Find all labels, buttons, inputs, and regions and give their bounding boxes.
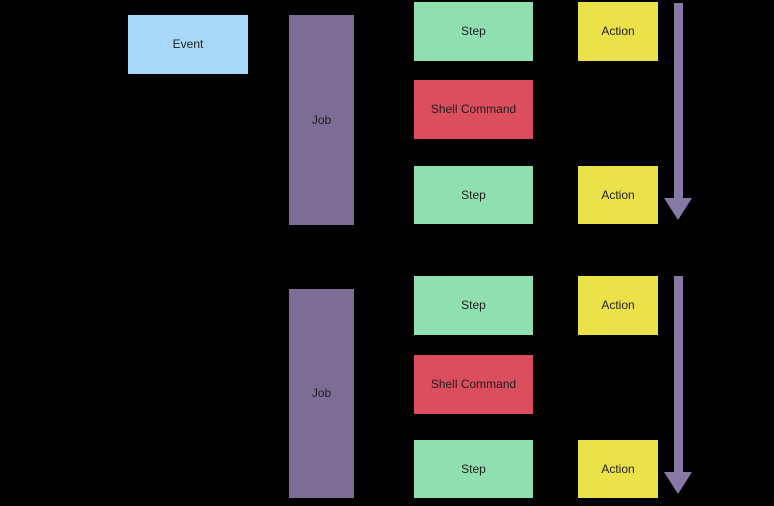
action-node-4: Action (578, 440, 658, 498)
arrow-shaft (673, 3, 683, 198)
flow-arrow-down-icon-1 (664, 3, 692, 220)
shell-command-node-2: Shell Command (414, 355, 533, 414)
action-node-1: Action (578, 2, 658, 61)
arrow-head (664, 198, 692, 220)
job-node-2: Job (289, 289, 354, 498)
flow-arrow-down-icon-2 (664, 276, 692, 494)
shell-command-node-1: Shell Command (414, 80, 533, 139)
step-node-4: Step (414, 440, 533, 498)
action-node-3: Action (578, 276, 658, 335)
event-node: Event (128, 15, 248, 74)
arrow-shaft (673, 276, 683, 472)
arrow-head (664, 472, 692, 494)
step-node-2: Step (414, 166, 533, 224)
action-node-2: Action (578, 166, 658, 224)
step-node-1: Step (414, 2, 533, 61)
step-node-3: Step (414, 276, 533, 335)
job-node-1: Job (289, 15, 354, 225)
